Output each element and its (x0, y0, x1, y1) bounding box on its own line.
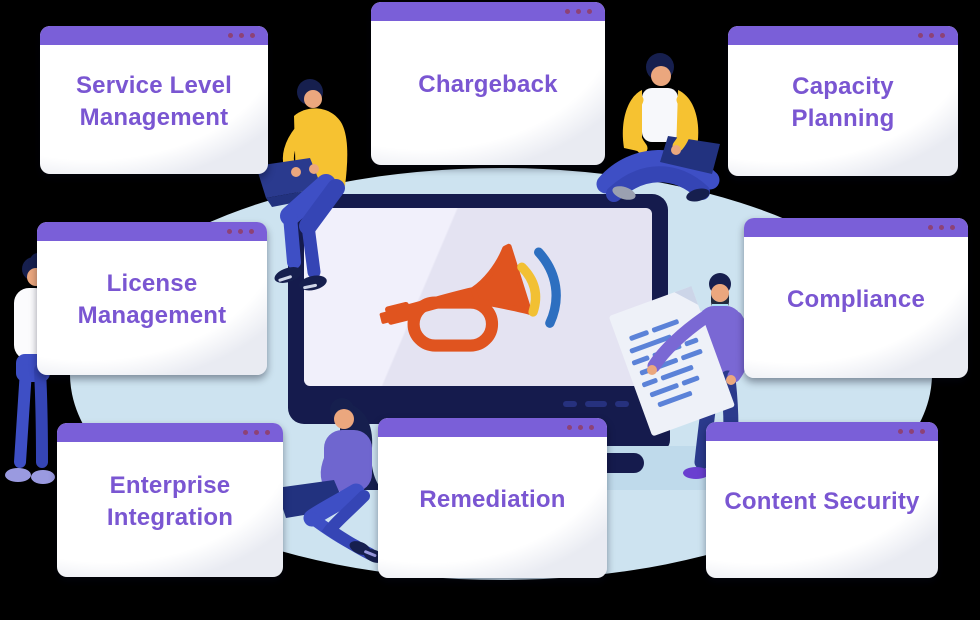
window-dot-icon (939, 225, 944, 230)
window-titlebar (728, 26, 958, 45)
window-dot-icon (250, 33, 255, 38)
window-dot-icon (239, 33, 244, 38)
window-dot-icon (249, 229, 254, 234)
feature-label: Remediation (419, 485, 566, 513)
feature-card-enterprise-integration: Enterprise Integration (57, 423, 283, 577)
man-sitting-on-monitor-with-laptop (256, 79, 348, 291)
window-dot-icon (929, 33, 934, 38)
feature-card-compliance: Compliance (744, 218, 968, 378)
woman-sitting-with-laptop (276, 398, 385, 563)
window-dot-icon (909, 429, 914, 434)
feature-label: Chargeback (418, 71, 558, 99)
window-dot-icon (265, 430, 270, 435)
window-dot-icon (567, 425, 572, 430)
window-dot-icon (587, 9, 592, 14)
window-dot-icon (920, 429, 925, 434)
window-dot-icon (576, 9, 581, 14)
feature-label: Content Security (724, 487, 920, 515)
window-dot-icon (578, 425, 583, 430)
window-titlebar (37, 222, 267, 241)
window-dot-icon (940, 33, 945, 38)
window-dot-icon (254, 430, 259, 435)
window-dot-icon (950, 225, 955, 230)
feature-card-service-level-management: Service Level Management (40, 26, 268, 174)
window-dot-icon (898, 429, 903, 434)
feature-card-content-security: Content Security (706, 422, 938, 578)
window-dot-icon (918, 33, 923, 38)
window-dot-icon (227, 229, 232, 234)
monitor-screen (304, 208, 652, 386)
window-titlebar (40, 26, 268, 45)
feature-label: Compliance (786, 285, 926, 313)
sound-wave-blue-icon (534, 247, 561, 328)
monitor-buttons (563, 401, 629, 407)
window-titlebar (378, 418, 607, 437)
window-dot-icon (228, 33, 233, 38)
feature-card-chargeback: Chargeback (371, 2, 605, 165)
window-titlebar (706, 422, 938, 441)
feature-card-license-management: License Management (37, 222, 267, 375)
monitor-illustration (288, 194, 668, 424)
feature-label: Enterprise Integration (106, 471, 234, 531)
feature-card-capacity-planning: Capacity Planning (728, 26, 958, 176)
window-titlebar (371, 2, 605, 21)
bugle-horn-logo (379, 243, 561, 352)
window-titlebar (744, 218, 968, 237)
window-dot-icon (589, 425, 594, 430)
window-titlebar (57, 423, 283, 442)
window-dot-icon (238, 229, 243, 234)
man-sitting-cross-legged-with-laptop (596, 53, 720, 202)
feature-label: License Management (77, 270, 227, 329)
window-dot-icon (928, 225, 933, 230)
feature-label: Service Level Management (75, 71, 233, 131)
feature-card-remediation: Remediation (378, 418, 607, 578)
window-dot-icon (565, 9, 570, 14)
sound-wave-yellow-icon (517, 262, 541, 317)
feature-label: Capacity Planning (791, 72, 895, 132)
window-dot-icon (243, 430, 248, 435)
